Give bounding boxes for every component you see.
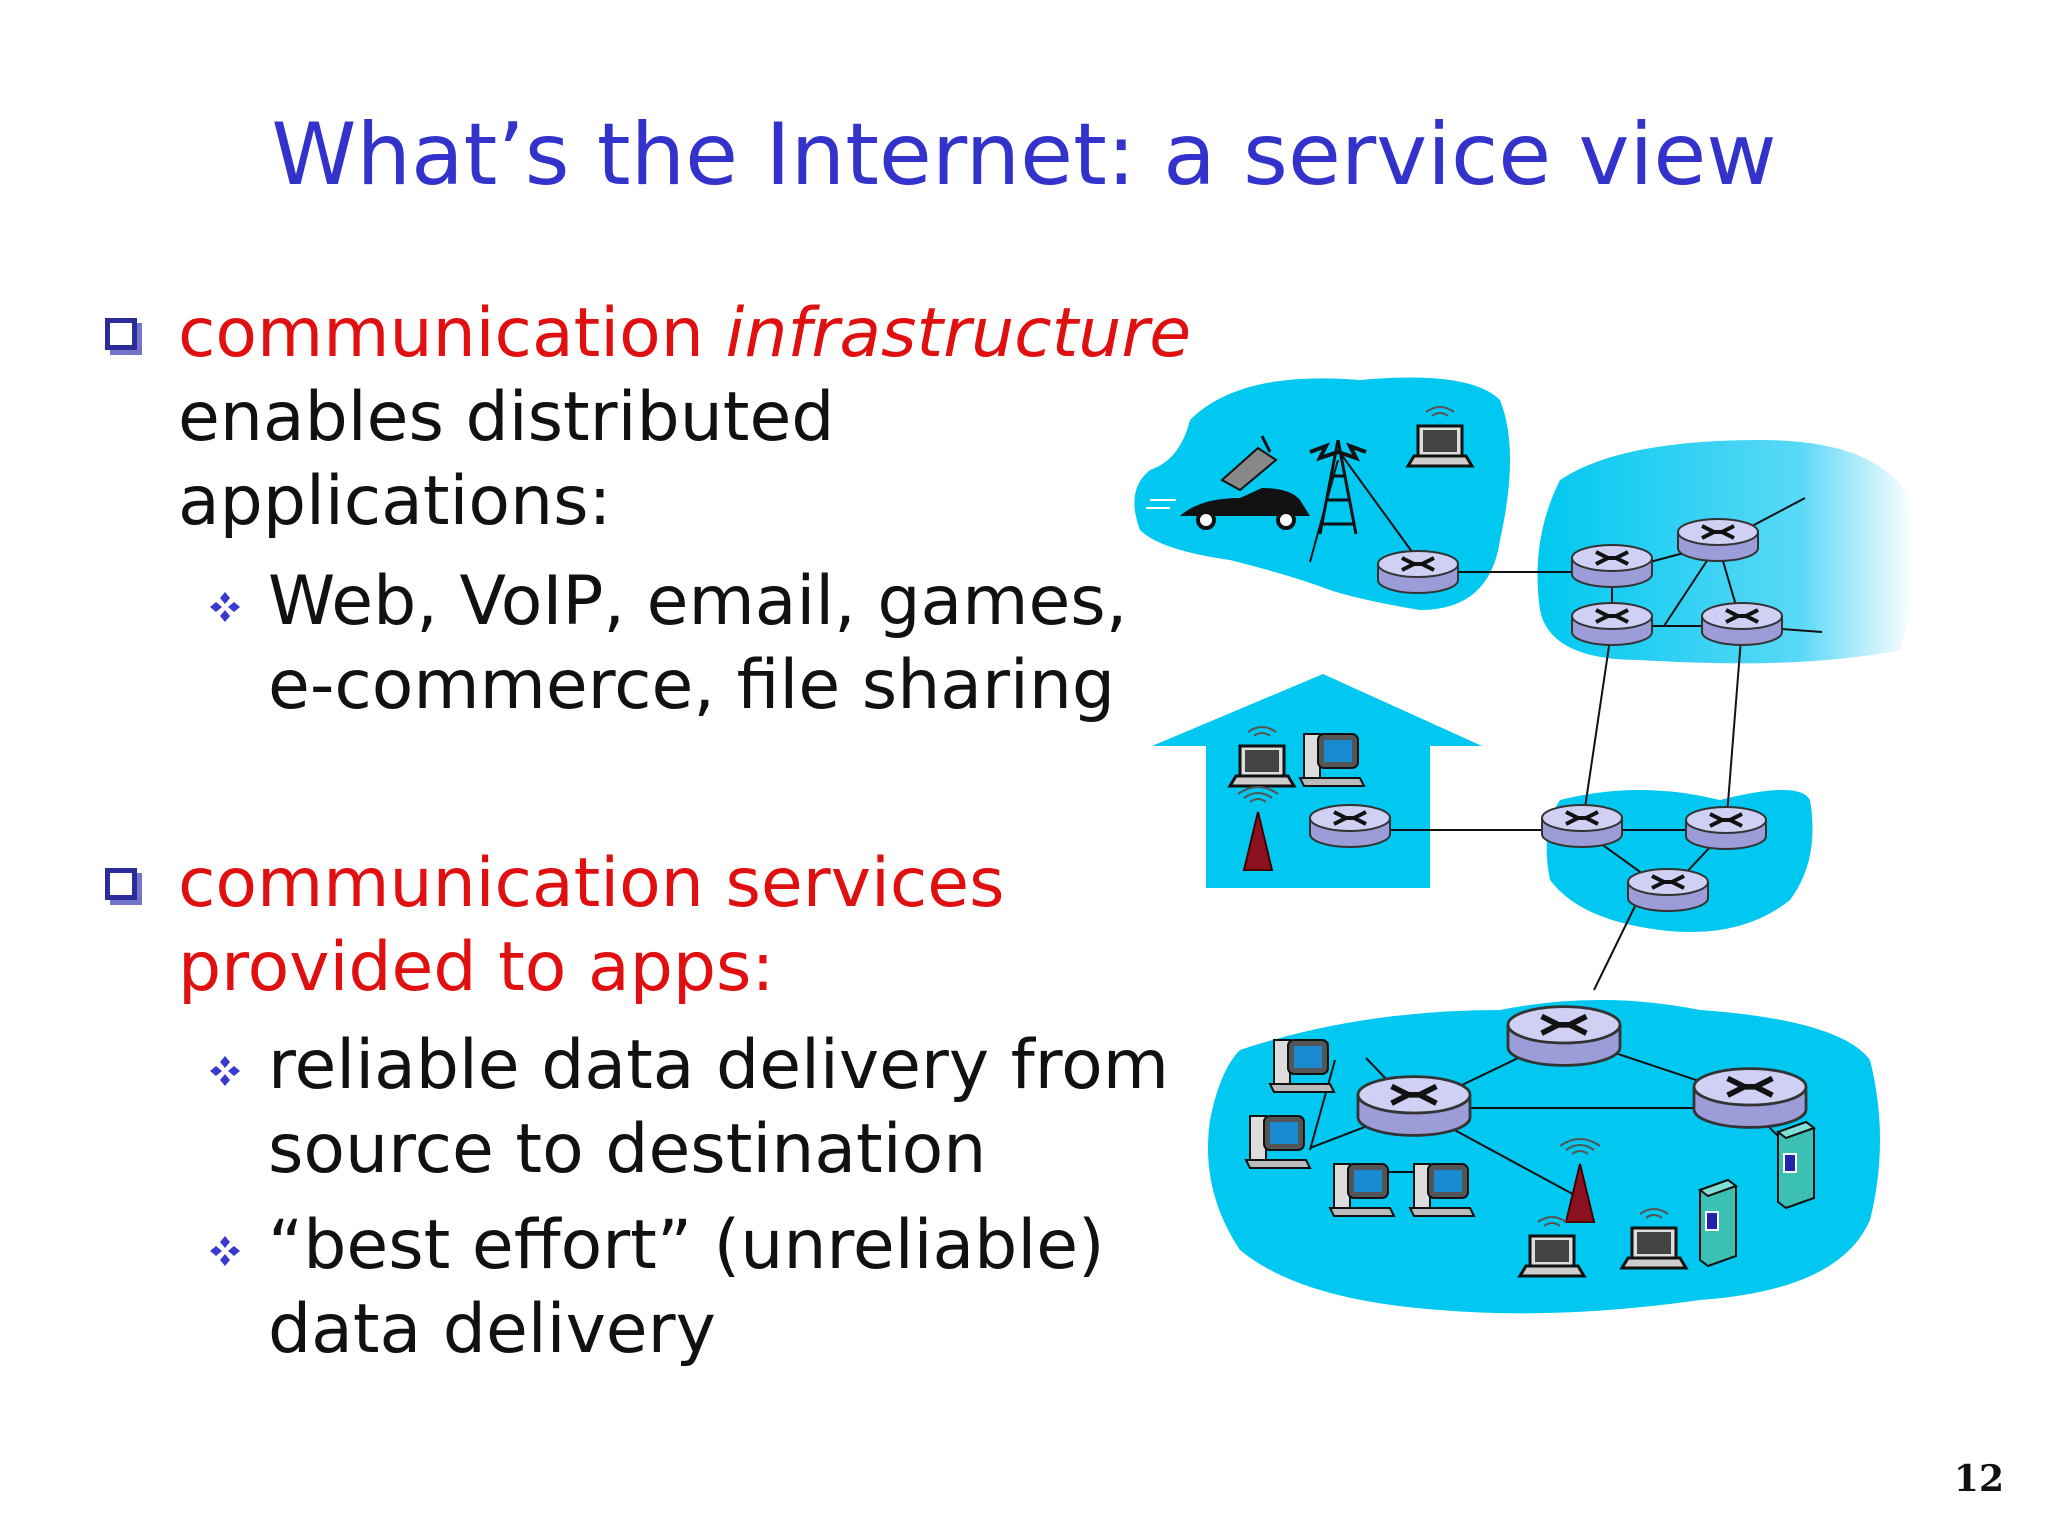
bullet-1-sub-1-line-2: e-commerce, file sharing xyxy=(268,646,1116,725)
square-bullet-icon xyxy=(105,318,137,350)
router-icon xyxy=(1700,601,1784,647)
router-icon xyxy=(1540,803,1624,849)
bullet-2-line-1: communication services xyxy=(178,844,1005,923)
bullet-2-sub-1-line-2: source to destination xyxy=(268,1110,987,1189)
router-icon xyxy=(1694,1069,1806,1128)
bullet-1-line-2: applications: xyxy=(178,462,612,541)
router-icon xyxy=(1570,601,1654,647)
bullet-1-sub-1-line-1: Web, VoIP, email, games, xyxy=(268,562,1128,641)
diamond-bullet-icon xyxy=(210,1236,240,1266)
desktop-icon xyxy=(1245,1115,1311,1169)
cell-tower-icon xyxy=(1309,439,1367,535)
bullet-2-sub-2-line-1: “best effort” (unreliable) xyxy=(268,1206,1105,1285)
car-icon xyxy=(1146,488,1310,530)
router-icon xyxy=(1358,1077,1470,1136)
desktop-icon xyxy=(1409,1163,1475,1217)
diamond-bullet-icon xyxy=(210,592,240,622)
bullet-1-lead-text: communication xyxy=(178,294,726,373)
cell-phone-icon xyxy=(1220,435,1278,492)
bullet-1-line-1: enables distributed xyxy=(178,378,835,457)
router-icon xyxy=(1570,543,1654,589)
router-icon xyxy=(1508,1007,1620,1066)
router-icon xyxy=(1684,805,1768,851)
server-icon xyxy=(1699,1179,1737,1267)
network-diagram xyxy=(1134,377,1914,1314)
desktop-icon xyxy=(1269,1039,1335,1093)
bullet-2-sub-2-line-2: data delivery xyxy=(268,1290,716,1369)
server-icon xyxy=(1777,1121,1815,1209)
bullet-2-sub-1-line-1: reliable data delivery from xyxy=(268,1026,1169,1105)
bullet-2-line-2: provided to apps: xyxy=(178,928,775,1007)
router-icon xyxy=(1676,517,1760,563)
router-icon xyxy=(1376,549,1460,595)
desktop-icon xyxy=(1299,733,1365,787)
router-icon xyxy=(1308,803,1392,849)
square-bullet-icon xyxy=(105,868,137,900)
router-icon xyxy=(1626,867,1710,913)
desktop-icon xyxy=(1329,1163,1395,1217)
page-number: 12 xyxy=(1953,1458,2004,1500)
bullet-1-lead: communication infrastructure xyxy=(178,292,1191,376)
bullet-1-lead-italic: infrastructure xyxy=(725,294,1192,373)
slide-title: What’s the Internet: a service view xyxy=(271,105,1777,205)
diamond-bullet-icon xyxy=(210,1056,240,1086)
